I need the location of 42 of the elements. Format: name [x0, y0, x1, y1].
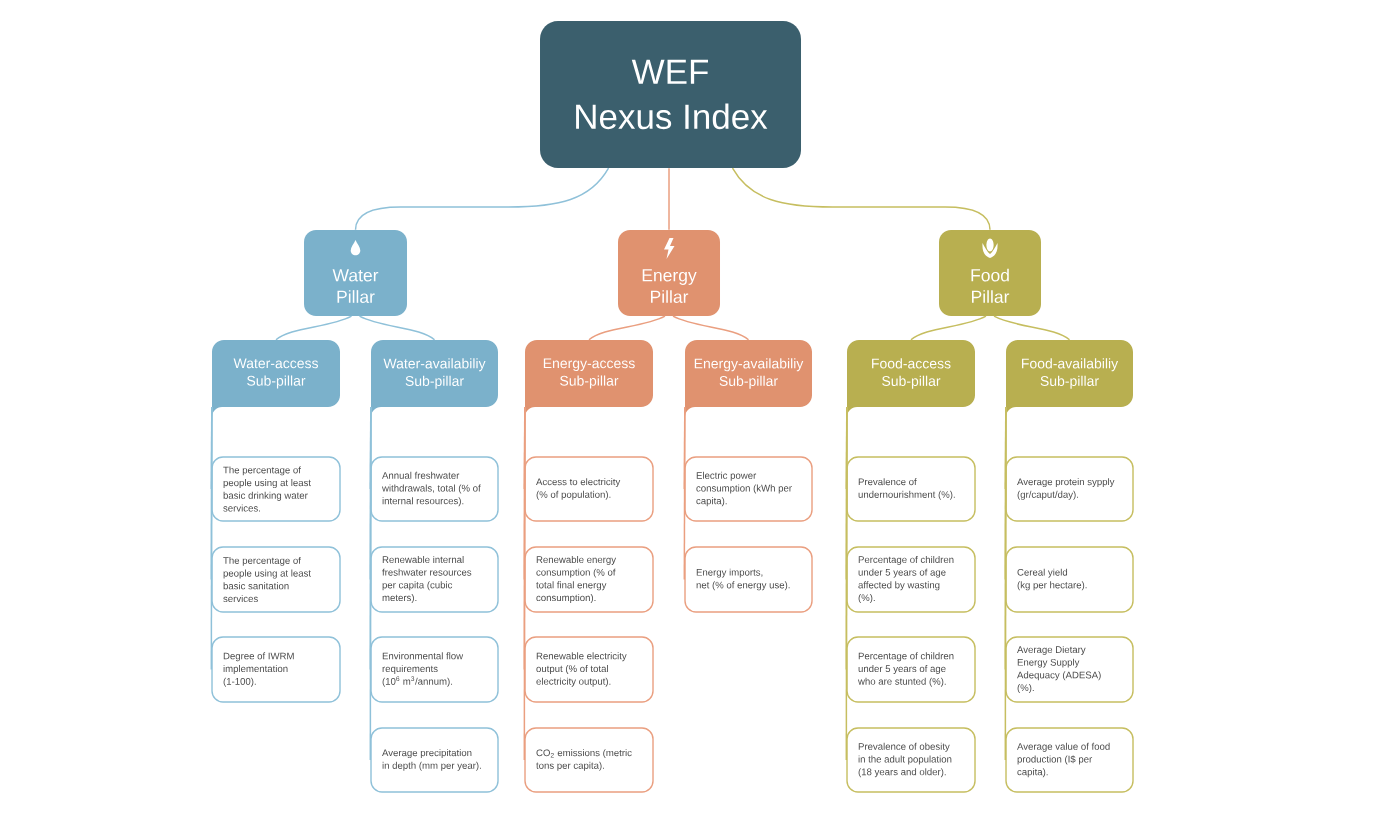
indicator-box: Energy imports, net (% of energy use).	[684, 546, 813, 613]
indicator-box: Average value of food production (I$ per capita).	[1005, 727, 1134, 793]
connector-line	[210, 406, 213, 671]
indicator-box: Prevalence of undernourishment (%).	[846, 456, 976, 522]
header-tab: Water-access Sub-pillar	[212, 340, 340, 417]
connector-line	[275, 315, 353, 341]
indicator-box: The percentage of people using at least basic drinking water services.	[211, 456, 341, 522]
indicator-box: Renewable electricity output (% of total electricity output).	[524, 636, 654, 703]
indicator-box: Renewable energy consumption (% of total final energy consumption).	[524, 546, 654, 613]
indicator-box: Average protein sypply (gr/caput/day).	[1005, 456, 1134, 522]
connector-line	[354, 167, 610, 231]
indicator-box: The percentage of people using at least basic sanitation services	[211, 546, 341, 613]
indicator-box: Percentage of children under 5 years of age who are stunted (%).	[846, 636, 976, 703]
indicator-box: Renewable internal freshwater resources per capita (cubic meters).	[370, 546, 499, 613]
connector-line	[731, 167, 991, 231]
connector-line	[358, 315, 436, 341]
connector-line	[588, 315, 666, 341]
pillar-box: Water Pillar	[304, 230, 407, 316]
header-tab: Energy-availabiliy Sub-pillar	[685, 340, 812, 417]
indicator-box: Average Dietary Energy Supply Adequacy (ADESA) (%).	[1005, 636, 1134, 703]
header-tab: Food-availabiliy Sub-pillar	[1006, 340, 1133, 417]
pillar-box: Energy Pillar	[618, 230, 720, 316]
header-tab: Food-access Sub-pillar	[847, 340, 975, 417]
connector-line	[672, 315, 750, 341]
header-tab: Energy-access Sub-pillar	[525, 340, 653, 417]
indicator-box: Environmental flow requirements (10$^{6}$ m$^{3}$/annum).	[370, 636, 499, 703]
root-box: WEF Nexus Index	[540, 21, 801, 168]
connector-line	[668, 167, 670, 231]
pillar-box: Food Pillar	[939, 230, 1041, 316]
indicator-box: Cereal yield (kg per hectare).	[1005, 546, 1134, 613]
indicator-box: Annual freshwater withdrawals, total (% of internal resources).	[370, 456, 499, 522]
indicator-box: Percentage of children under 5 years of age affected by wasting (%).	[846, 546, 976, 613]
indicator-box: Prevalence of obesity in the adult population (18 years and older).	[846, 727, 976, 793]
connector-line	[910, 315, 987, 341]
indicator-box: Access to electricity (% of population).	[524, 456, 654, 522]
connector-line	[993, 315, 1071, 341]
indicator-box: CO$_{2}$ emissions (metric tons per capita).	[524, 727, 654, 793]
indicator-box: Electric power consumption (kWh per capita).	[684, 456, 813, 522]
header-tab: Water-availabiliy Sub-pillar	[371, 340, 498, 417]
connector-line	[683, 406, 686, 581]
indicator-box: Average precipitation in depth (mm per year).	[370, 727, 499, 793]
indicator-box: Degree of IWRM implementation (1-100).	[211, 636, 341, 703]
